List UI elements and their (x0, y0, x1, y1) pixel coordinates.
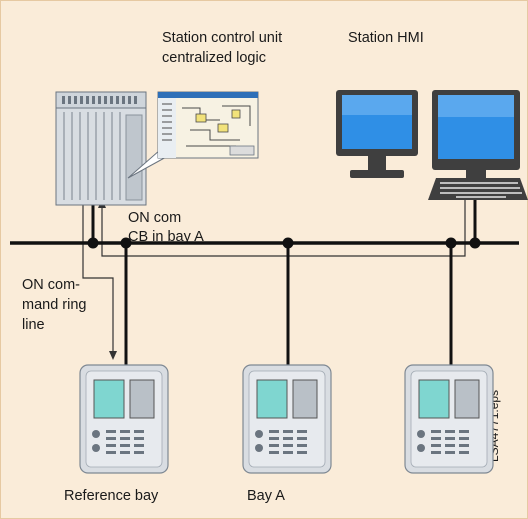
on-command-path (98, 199, 466, 257)
ring-line-label-line3: line (22, 317, 45, 333)
ring-line-label-line1: ON com- (22, 277, 80, 293)
bay-a-label: Bay A (247, 488, 285, 504)
protection-relay-icon (79, 364, 169, 474)
reference-bay-label: Reference bay (64, 488, 159, 504)
controller-icon (55, 91, 147, 206)
station-hmi-label: Station HMI (348, 30, 424, 46)
computer-icon (428, 90, 528, 200)
ring-line-label-line2: mand ring (22, 297, 86, 313)
bus-junctions (87, 237, 481, 249)
bus-drops (91, 200, 477, 365)
protection-relay-icon (404, 364, 494, 474)
station-control-label-line1: Station control unit (162, 30, 282, 46)
logic-diagram-icon (127, 91, 259, 179)
on-command-label-line1: ON com (128, 210, 181, 226)
ring-line-path (82, 205, 117, 360)
on-command-label-line2: CB in bay A (128, 229, 204, 245)
protection-relay-icon (242, 364, 332, 474)
station-control-label-line2: centralized logic (162, 50, 266, 66)
monitor-icon (336, 90, 418, 178)
